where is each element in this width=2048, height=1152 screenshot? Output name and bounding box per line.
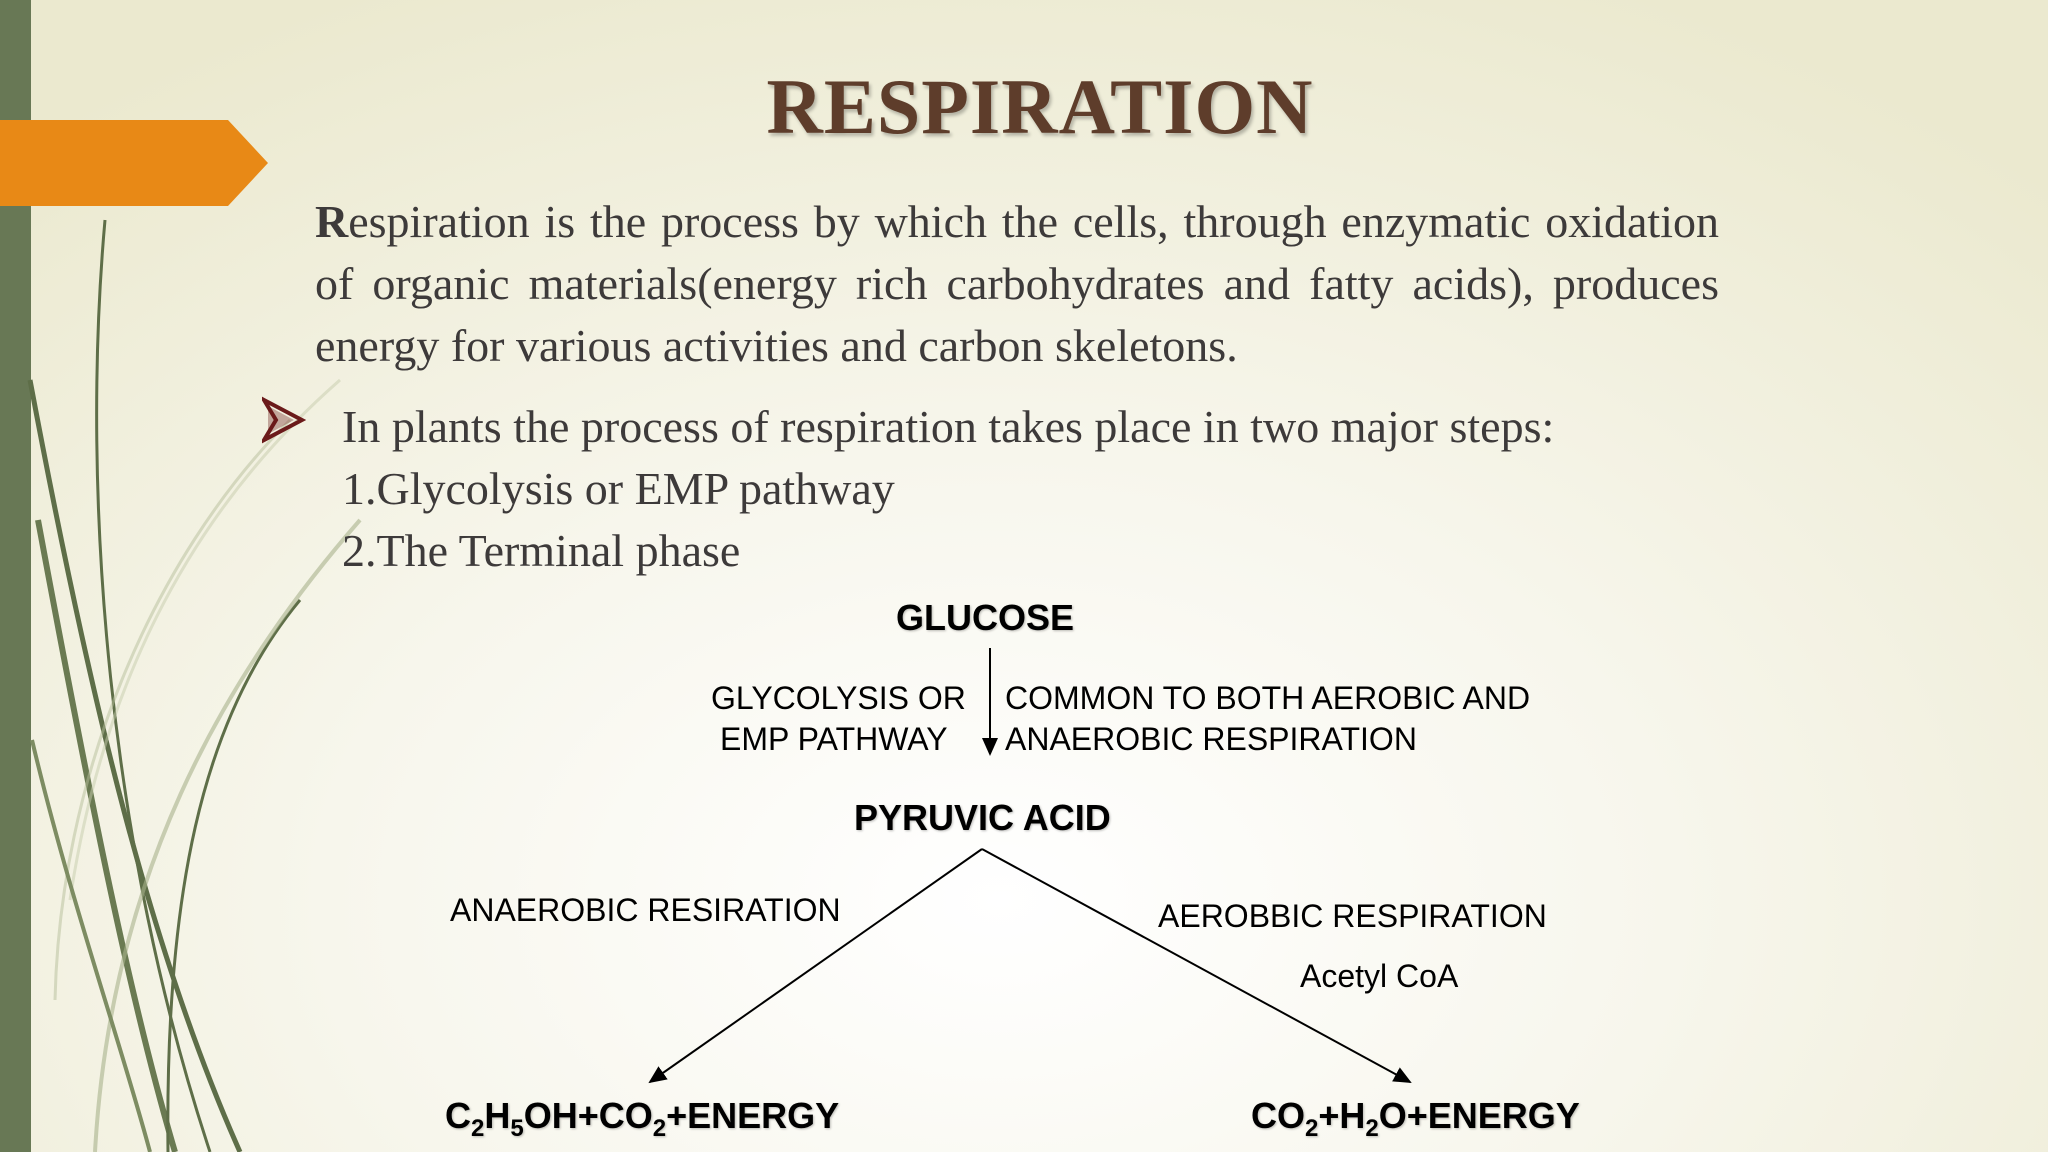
glucose-node: GLUCOSE [896, 597, 1075, 638]
intro-text: espiration is the process by which the c… [315, 196, 1719, 371]
anaerobic-label: ANAEROBIC RESIRATION [450, 892, 841, 928]
arrow-to-aerobic-product [981, 848, 1412, 1083]
pyruvic-acid-node: PYRUVIC ACID [854, 797, 1111, 838]
arrow-to-anaerobic-product [648, 848, 983, 1084]
bullet-text: In plants the process of respiration tak… [342, 401, 1555, 452]
glycolysis-label: GLYCOLYSIS OR [711, 680, 966, 716]
common-label: COMMON TO BOTH AEROBIC AND [1005, 680, 1531, 716]
anaerobic-product: C2H5OH+CO2+ENERGY [445, 1095, 840, 1142]
intro-first-letter: R [315, 196, 349, 247]
step-item: 2.The Terminal phase [342, 525, 741, 576]
glycolysis-label: EMP PATHWAY [720, 721, 948, 757]
acetyl-coa-label: Acetyl CoA [1300, 958, 1459, 994]
arrow-bullet-icon [262, 396, 306, 444]
aerobic-product: CO2+H2O+ENERGY [1251, 1095, 1580, 1142]
aerobic-label: AEROBBIC RESPIRATION [1158, 898, 1547, 934]
step-item: 1.Glycolysis or EMP pathway [342, 463, 895, 514]
common-label: ANAEROBIC RESPIRATION [1005, 721, 1417, 757]
intro-paragraph: Respiration is the process by which the … [315, 191, 1719, 377]
slide-title: RESPIRATION [766, 63, 1314, 150]
